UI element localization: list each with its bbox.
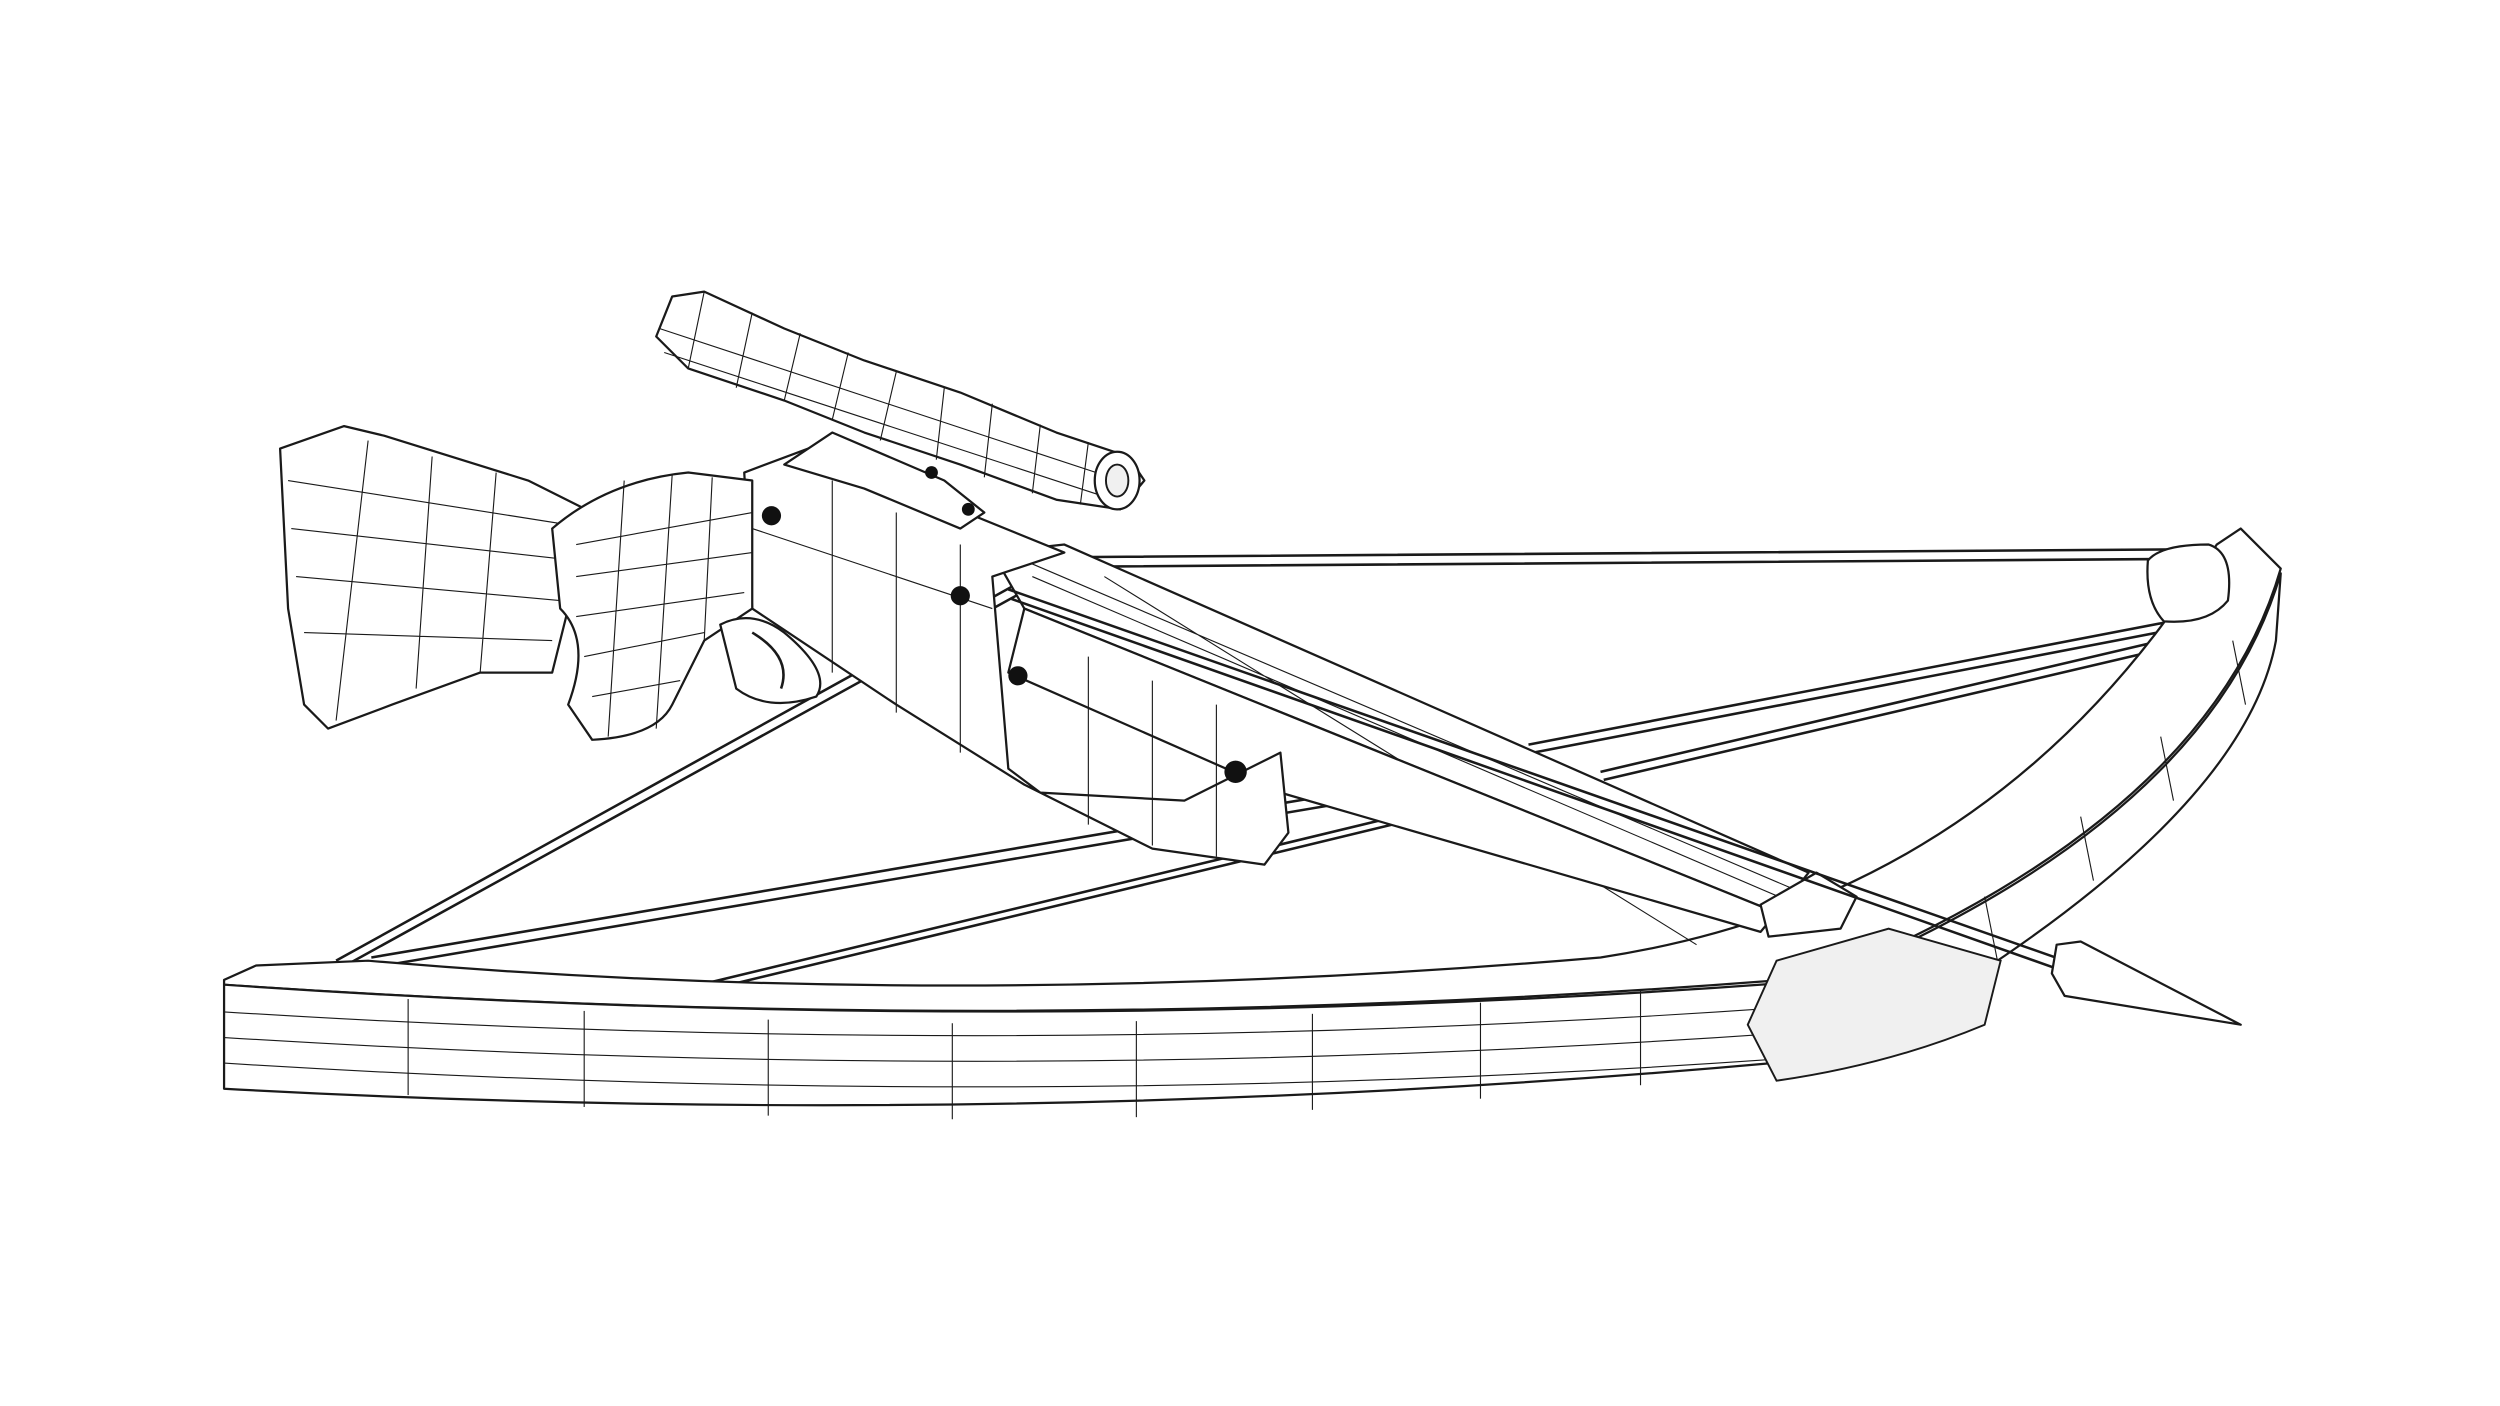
bow-limb — [222, 527, 2282, 1120]
wire-line — [2232, 640, 2247, 705]
wire-line — [224, 1003, 1833, 1037]
wire-line — [224, 1028, 1833, 1062]
string-right — [1040, 548, 2177, 569]
bolt-tip — [2050, 940, 2242, 1026]
bow-limb-front — [222, 572, 2282, 1107]
scope-mount — [783, 431, 986, 530]
wire-line — [1984, 896, 1998, 961]
screw-5 — [925, 466, 938, 479]
screw-3 — [1008, 666, 1028, 686]
bow-mount — [1746, 927, 2002, 1082]
rail-side — [1007, 607, 1778, 933]
receiver-body — [743, 447, 1290, 866]
trigger — [751, 631, 785, 690]
cable-right-lower — [1600, 631, 2200, 782]
wire-line — [224, 1054, 1833, 1088]
bolt — [1007, 588, 2242, 1026]
bow-tip-wheel — [2146, 543, 2231, 623]
screw-1 — [761, 506, 782, 526]
wire-line — [2160, 736, 2175, 801]
receiver — [743, 431, 1290, 866]
stock — [278, 424, 822, 741]
wire-line — [2080, 816, 2095, 881]
scope-lens-inner — [1104, 463, 1130, 498]
scope — [655, 290, 1146, 511]
screw-2 — [950, 586, 970, 606]
cable-right-upper — [1528, 615, 2200, 754]
trigger-guard — [719, 617, 822, 705]
rail — [991, 543, 1858, 946]
screw-6 — [961, 502, 975, 516]
bow-strings — [335, 548, 2200, 1010]
screw-4 — [1224, 760, 1247, 784]
stock-butt — [278, 424, 594, 730]
bolt-shaft — [1007, 588, 2066, 972]
